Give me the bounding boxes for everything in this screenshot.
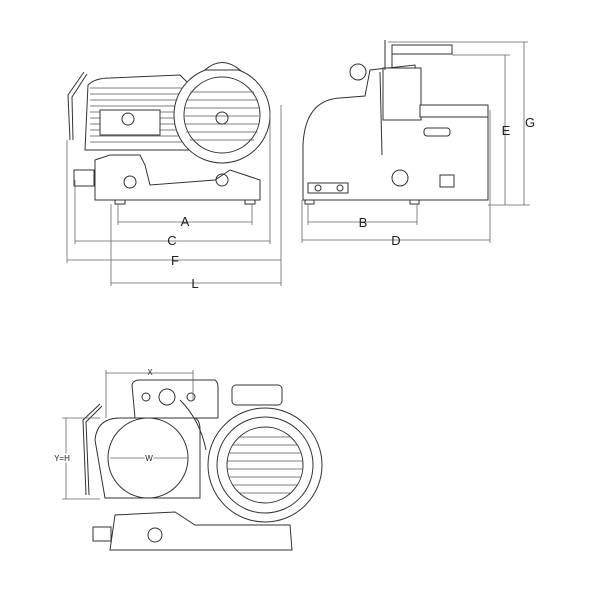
front-base-bolt-right bbox=[215, 173, 229, 187]
side-top-handle bbox=[391, 44, 453, 55]
top-sharpener bbox=[231, 384, 283, 406]
front-blade-guard bbox=[173, 66, 271, 164]
front-sharpener bbox=[203, 62, 242, 71]
dimension-label-g: G bbox=[525, 115, 535, 130]
dimension-label-e: E bbox=[502, 123, 511, 138]
dimension-label-d: D bbox=[391, 233, 400, 248]
side-blade bbox=[379, 71, 383, 156]
dimension-label-c: C bbox=[167, 233, 176, 248]
top-cable bbox=[179, 399, 207, 451]
dimension-label-w: W bbox=[145, 454, 153, 463]
side-sharpener bbox=[349, 63, 367, 81]
top-plate-bolt-left bbox=[141, 392, 151, 402]
front-base-bolt-left bbox=[123, 175, 137, 189]
dimension-label-b: B bbox=[359, 215, 368, 230]
front-foot-left bbox=[114, 199, 126, 205]
top-plate-hub bbox=[158, 388, 176, 406]
side-pusher-arm bbox=[384, 40, 393, 70]
top-base bbox=[109, 511, 293, 551]
front-handle bbox=[67, 71, 88, 141]
front-blade bbox=[183, 76, 261, 154]
side-foot-right bbox=[409, 199, 420, 205]
front-motor-hub bbox=[121, 112, 135, 126]
top-base-knob bbox=[147, 527, 163, 543]
dimension-label-y-h: Y=H bbox=[54, 454, 70, 463]
side-view bbox=[302, 40, 489, 205]
side-slot bbox=[423, 127, 451, 137]
top-dimensions: X Y=H W bbox=[53, 368, 194, 500]
dimension-label-x: X bbox=[147, 368, 153, 377]
top-plate-bolt-right bbox=[186, 392, 196, 402]
top-handle bbox=[82, 403, 103, 496]
front-base bbox=[94, 154, 261, 201]
side-knob bbox=[439, 174, 455, 188]
dimension-label-f: F bbox=[171, 253, 179, 268]
top-blade-guard bbox=[207, 407, 323, 523]
top-blade-grille bbox=[227, 436, 303, 494]
front-knob bbox=[73, 169, 95, 187]
side-switch-panel bbox=[307, 182, 349, 194]
front-dimensions: A C F L bbox=[66, 105, 282, 291]
front-view bbox=[67, 62, 271, 205]
dimension-label-l: L bbox=[191, 276, 198, 291]
front-motor-plate bbox=[99, 109, 161, 136]
top-blade-ring bbox=[216, 416, 314, 514]
dimension-label-a: A bbox=[181, 214, 190, 229]
top-view bbox=[82, 379, 323, 551]
front-blade-hub bbox=[215, 111, 229, 125]
top-blade-grille-outline bbox=[226, 426, 304, 504]
front-foot-right bbox=[244, 199, 256, 205]
side-carriage bbox=[382, 67, 422, 121]
side-thickness-knob bbox=[391, 169, 409, 187]
side-switch-on bbox=[314, 184, 322, 192]
side-dimensions: B D E G bbox=[301, 41, 535, 248]
top-side-knob bbox=[92, 526, 112, 542]
side-rail bbox=[419, 104, 489, 118]
side-switch-off bbox=[336, 184, 344, 192]
side-foot-left bbox=[304, 199, 315, 205]
